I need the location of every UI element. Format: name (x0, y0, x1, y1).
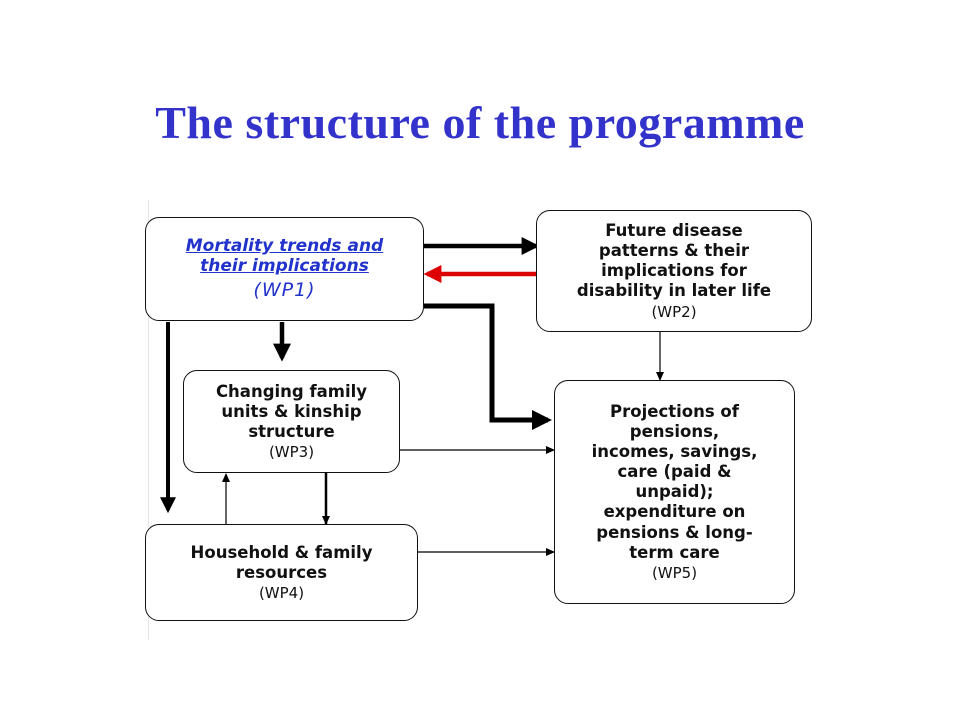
wp3-label: Changing family units & kinship structur… (215, 381, 368, 441)
box-wp3-family-units: Changing family units & kinship structur… (183, 370, 400, 473)
wp2-label: Future disease patterns & their implicat… (576, 221, 772, 301)
wp1-code: (WP1) (253, 279, 316, 302)
wp5-code: (WP5) (651, 563, 698, 582)
wp3-code: (WP3) (268, 443, 315, 462)
wp1-label: Mortality trends and their implications (186, 236, 383, 277)
wp1-label-line2: their implications (200, 256, 369, 277)
box-wp5-projections: Projections of pensions, incomes, saving… (554, 380, 795, 604)
box-wp1-mortality-trends: Mortality trends and their implications … (145, 217, 424, 321)
wp4-label: Household & family resources (190, 542, 373, 582)
wp4-code: (WP4) (258, 583, 305, 602)
arrow-wp1-to-wp5 (424, 303, 552, 430)
box-wp2-future-disease: Future disease patterns & their implicat… (536, 210, 812, 332)
wp1-label-line1: Mortality trends and (185, 235, 384, 256)
wp5-label: Projections of pensions, incomes, saving… (591, 401, 758, 562)
slide-title: The structure of the programme (155, 97, 805, 148)
box-wp4-household-resources: Household & family resources (WP4) (145, 524, 418, 621)
wp2-code: (WP2) (651, 302, 697, 321)
